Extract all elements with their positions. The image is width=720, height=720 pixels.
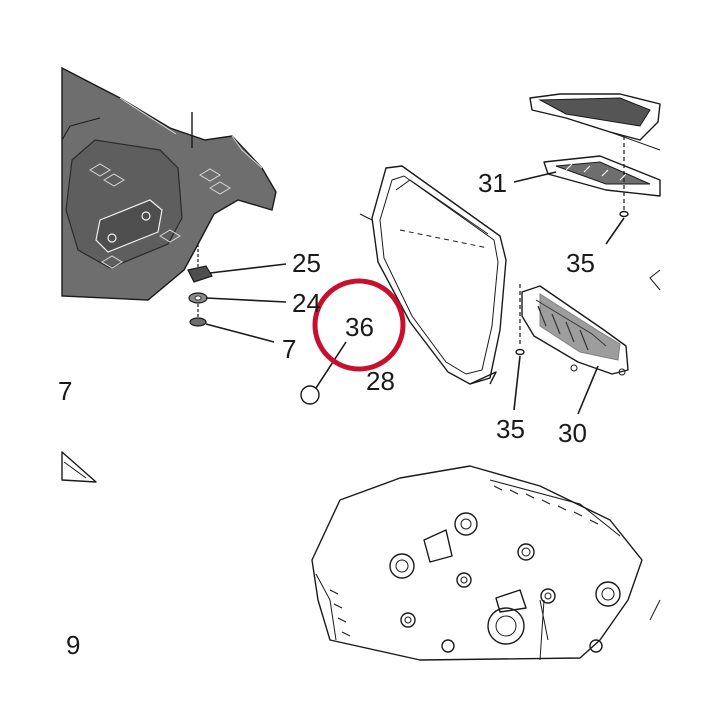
callout-24: 24: [292, 288, 321, 318]
clip-35-bottom-part: [515, 348, 525, 356]
leader-35-top: [605, 217, 625, 245]
bracket-31-part: [543, 155, 661, 197]
fairing-recess: [65, 139, 183, 269]
leader-7: [205, 323, 275, 343]
lower-body-part: [311, 465, 661, 661]
callout-35-top: 35: [566, 248, 595, 278]
callout-35-bottom: 35: [496, 414, 525, 444]
leader-35-bottom: [513, 355, 521, 411]
leader-36: [315, 341, 347, 389]
side-fairing-part: [61, 66, 277, 301]
leader-31: [513, 171, 557, 183]
callout-25: 25: [292, 248, 321, 278]
nut-clip-part: [187, 265, 213, 283]
callout-36: 36: [345, 312, 374, 342]
edge-fragment-left: [61, 451, 97, 483]
leader-30: [577, 365, 599, 415]
callout-30: 30: [558, 418, 587, 448]
callout-7: 7: [282, 334, 296, 364]
edge-fragment-right: [649, 269, 661, 291]
callout-28: 28: [366, 366, 395, 396]
edge-mark: 7: [58, 376, 72, 406]
highlight-circle: [312, 278, 406, 372]
boss-circles: [389, 512, 621, 653]
clip-35-top-part: [619, 210, 629, 218]
upper-trim-part: [529, 93, 661, 151]
callout-31: 31: [478, 168, 507, 198]
o-ring-part: [300, 385, 320, 405]
page-number: 9: [66, 630, 80, 660]
leader-25: [209, 263, 287, 274]
leader-24: [205, 297, 287, 303]
fairing-bracket: [95, 199, 163, 253]
headlight-lens-part: [359, 165, 507, 385]
vent-grille-part: [521, 285, 629, 376]
washer-part: [188, 292, 208, 304]
screw-part: [189, 304, 207, 327]
